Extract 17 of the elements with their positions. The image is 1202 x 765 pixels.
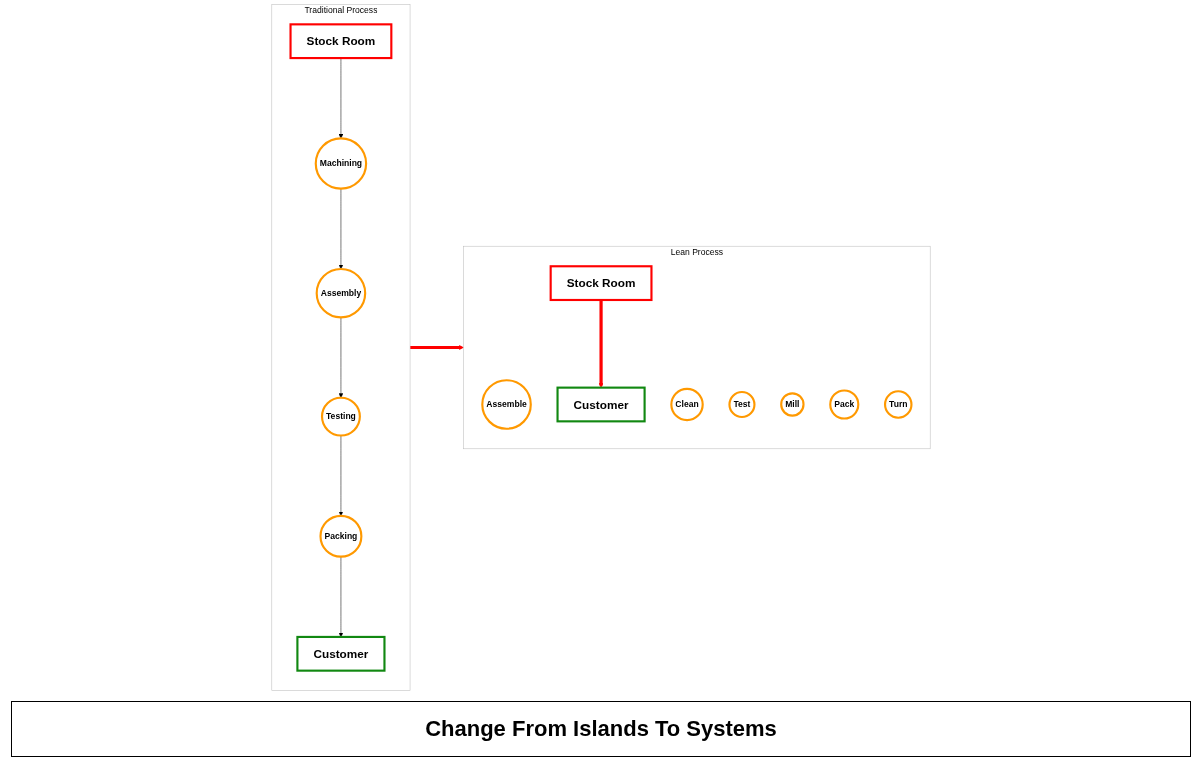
arrow (598, 300, 604, 388)
node-box: Customer (556, 386, 646, 423)
node-circle: Assembly (315, 267, 367, 319)
node-circle: Testing (320, 396, 361, 437)
node-box: Stock Room (549, 265, 653, 302)
node-circle: Clean (670, 387, 704, 422)
node-box: Customer (296, 635, 386, 672)
node-circle: Pack (829, 389, 860, 420)
node-circle: Packing (319, 514, 363, 558)
node-circle: Assemble (481, 379, 532, 430)
caption: Change From Islands To Systems (11, 701, 1191, 757)
node-circle: Mill (780, 392, 805, 417)
node-circle: Turn (883, 390, 913, 419)
node-circle: Test (728, 390, 756, 419)
node-circle: Machining (314, 137, 368, 190)
node-box: Stock Room (289, 23, 393, 60)
arrow (410, 345, 464, 350)
